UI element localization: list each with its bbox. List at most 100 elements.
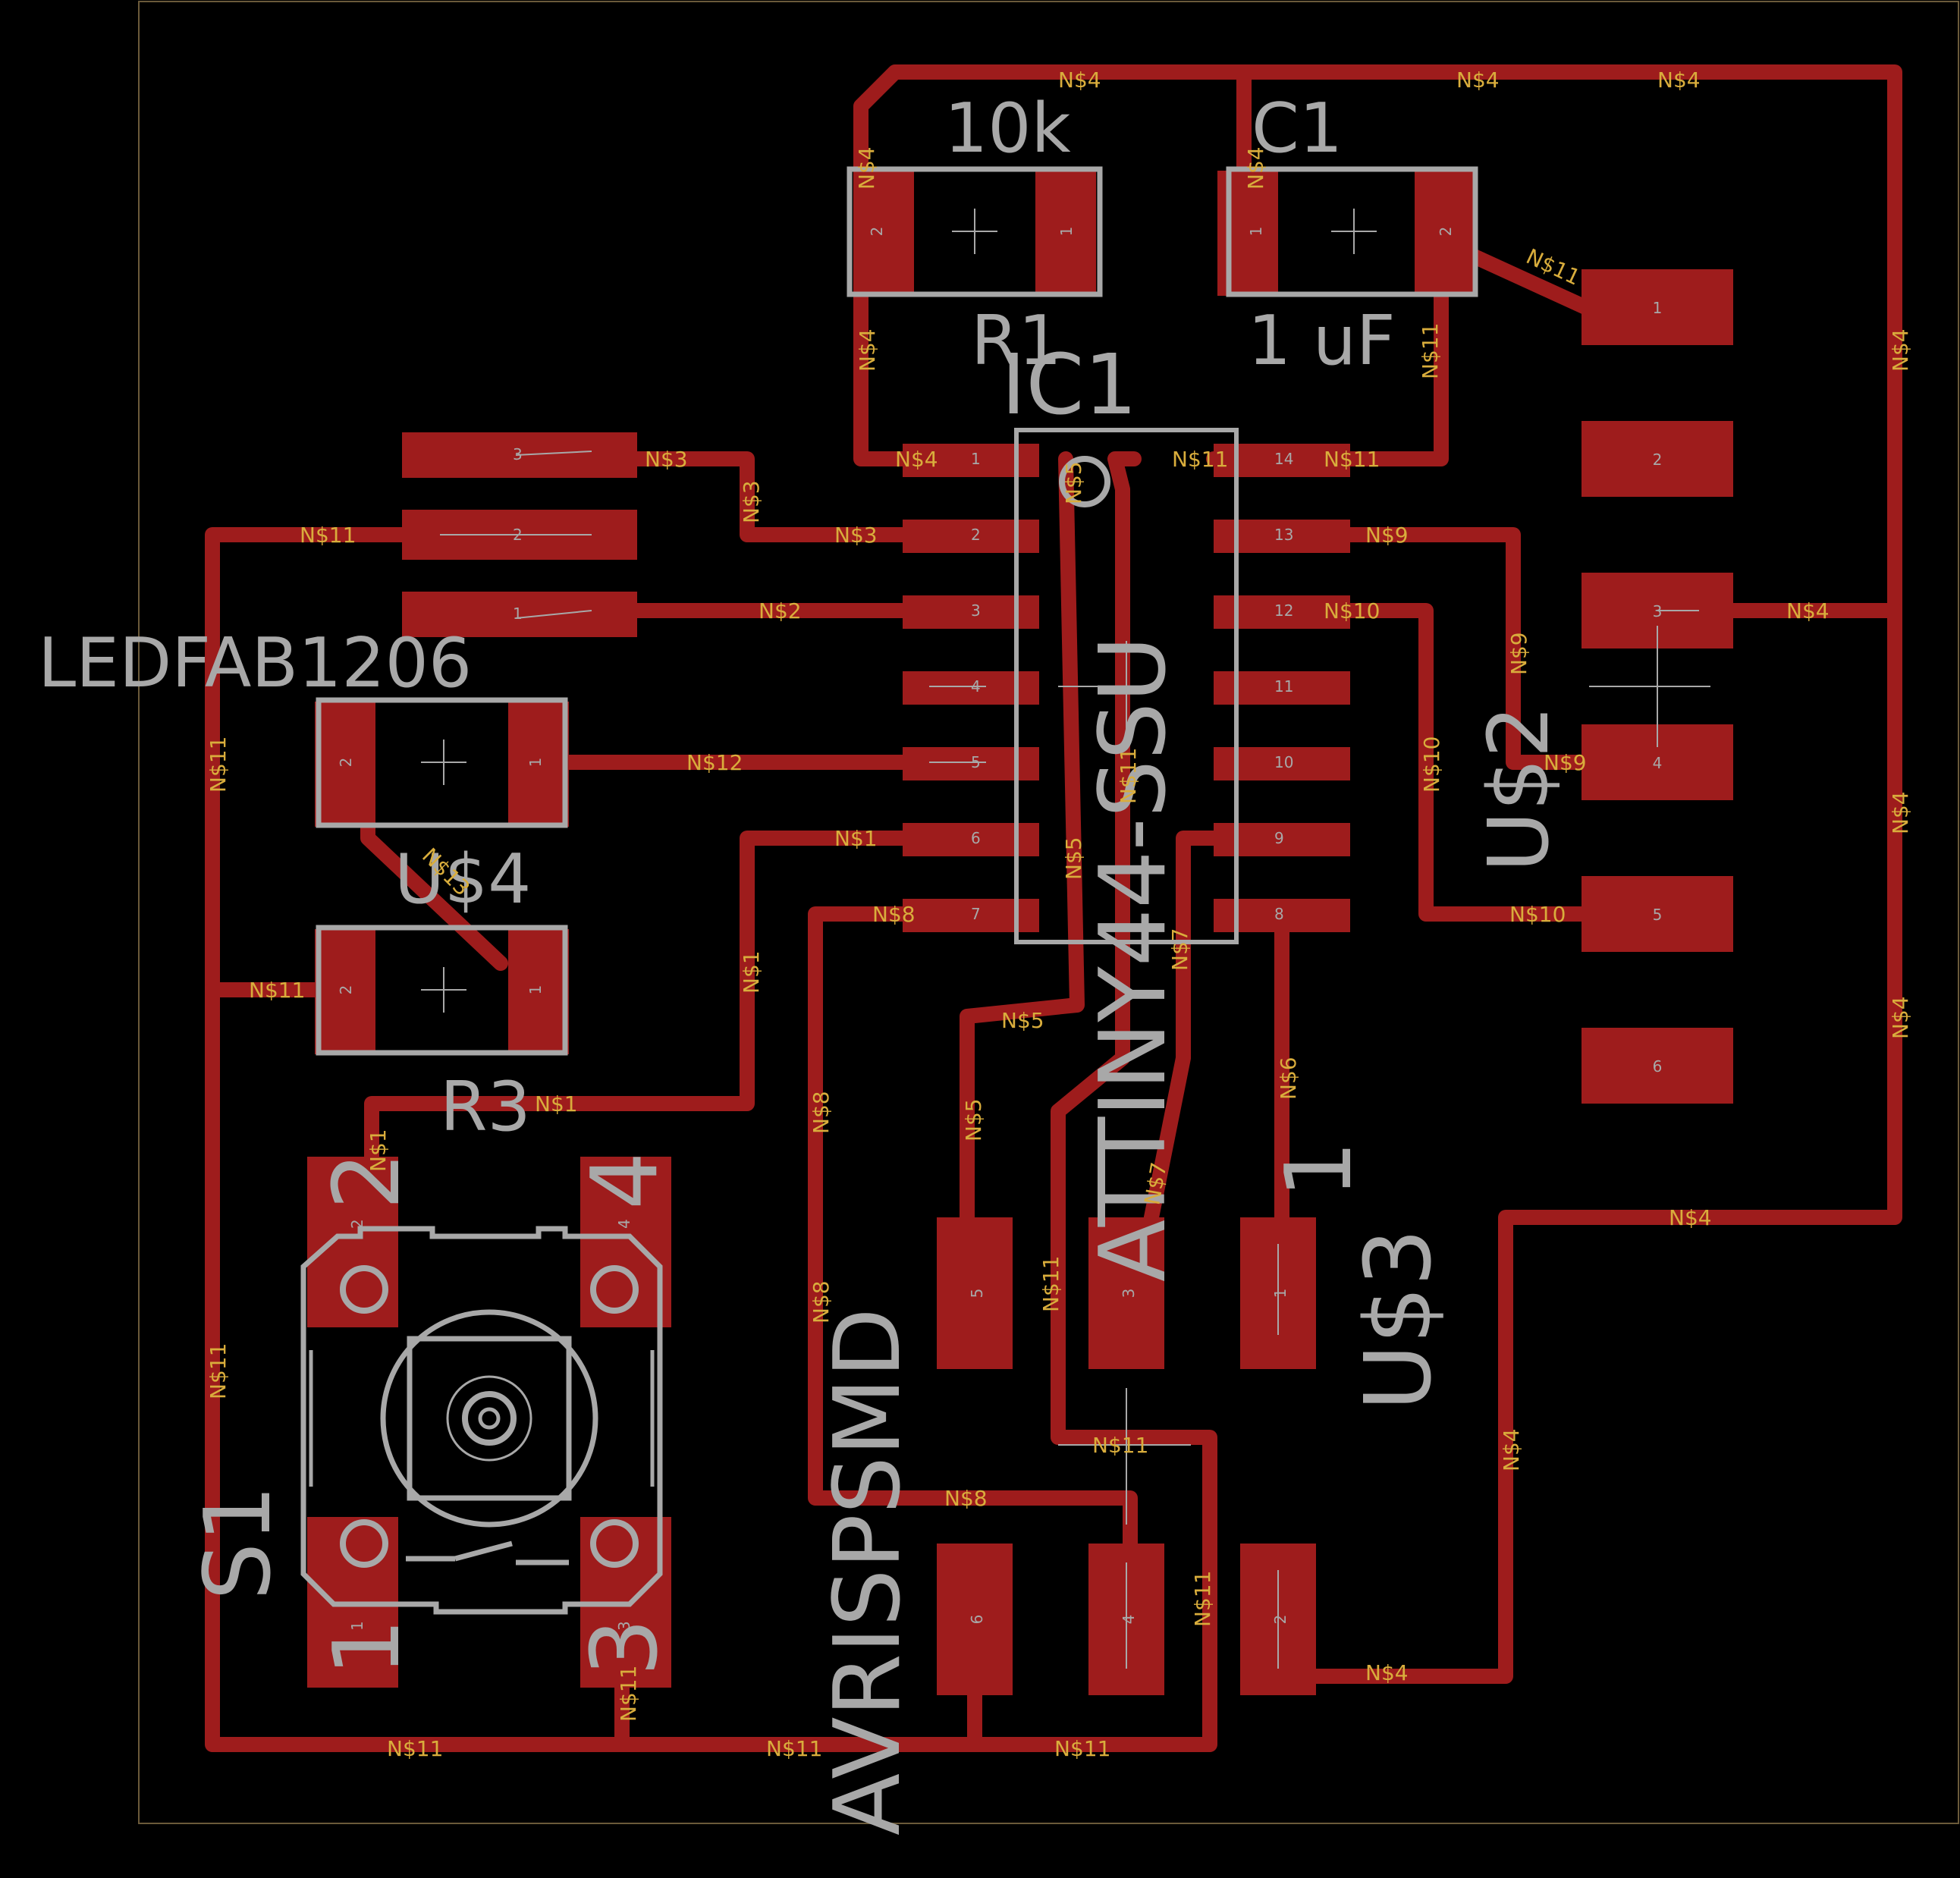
net-label: N$1: [366, 1129, 391, 1172]
net-label: N$3: [645, 447, 688, 472]
net-label: N$11: [1038, 1256, 1063, 1312]
ic1-pin-num: 2: [971, 526, 981, 544]
net-label: N$10: [1419, 736, 1444, 793]
u2-pin-num: 5: [1653, 906, 1663, 924]
u2-pin-num: 6: [1653, 1057, 1663, 1076]
net-label: N$1: [834, 826, 878, 851]
isp-pad-3: [1088, 1217, 1164, 1369]
pad3-num: 3: [513, 445, 523, 463]
ic1-pin-num: 10: [1274, 753, 1293, 771]
net-label: N$4: [1456, 68, 1500, 93]
r1-pad-1: [1035, 171, 1096, 296]
net-label: N$11: [766, 1736, 822, 1761]
ic1-pin-num: 12: [1274, 601, 1293, 620]
c1-pad-2: [1415, 171, 1475, 296]
ic1-pin-num: 9: [1274, 829, 1284, 847]
r3-pin2: 2: [337, 985, 355, 995]
r3-pad-1: [508, 929, 569, 1054]
net-label: N$4: [855, 328, 880, 372]
net-label: N$12: [686, 750, 743, 775]
net-label: N$9: [1506, 632, 1531, 675]
switch-hole-2: [340, 1265, 388, 1314]
net-label: N$4: [895, 447, 938, 472]
isp-pin-num: 2: [1271, 1615, 1289, 1625]
switch-actuator: [380, 1309, 598, 1528]
trace-n9: [1278, 527, 1604, 770]
net-label: N$11: [616, 1666, 641, 1722]
net-label: N$9: [1365, 523, 1409, 548]
ic1-pin-num: 6: [971, 829, 981, 847]
trace-n3: [614, 451, 982, 542]
net-label: N$4: [1365, 1660, 1409, 1685]
net-label: N$4: [1058, 68, 1101, 93]
s1-pin-num: 1: [348, 1621, 366, 1631]
c1-pin1: 1: [1247, 227, 1265, 237]
net-label: N$11: [1092, 1433, 1148, 1458]
net-label: N$11: [1116, 748, 1141, 804]
r1-outline: [847, 166, 1103, 297]
ic1-pin-num: 11: [1274, 677, 1293, 696]
board-outline: [138, 1, 1959, 1824]
switch-inner: [407, 1336, 572, 1501]
u2-pin-num: 2: [1653, 451, 1663, 469]
isp-pin-num: 6: [968, 1615, 986, 1625]
ic1-name-label: IC1: [1001, 336, 1137, 433]
trace-n8: [808, 906, 1138, 1589]
silkscreen: [300, 166, 1710, 1669]
r1-name-label: R1: [971, 301, 1062, 381]
isp-pad-5: [937, 1217, 1013, 1369]
trace-n5: [960, 451, 1085, 1255]
u2-pin-num: 1: [1653, 299, 1663, 317]
u4-pin2: 2: [337, 758, 355, 768]
avr-name-label: AVRISPSMD: [815, 1308, 921, 1836]
u4-outline: [316, 697, 568, 828]
switch-body: [300, 1226, 663, 1615]
net-label: N$11: [1324, 447, 1380, 472]
u4-name-label: U$4: [394, 840, 531, 919]
net-label: N$4: [1888, 996, 1913, 1039]
ic1-pin1-marker: [1059, 456, 1110, 507]
net-label: N$2: [759, 598, 802, 623]
trace-n4-top: [853, 64, 1902, 1684]
net-label: N$11: [1054, 1736, 1110, 1761]
net-label: N$8: [809, 1280, 834, 1324]
net-label: N$8: [944, 1486, 988, 1511]
net-label: N$4: [1786, 598, 1830, 623]
switch-hole-1: [340, 1519, 388, 1568]
net-label: N$8: [872, 902, 916, 927]
trace-n1: [364, 831, 982, 1187]
net-label: N$10: [1509, 902, 1566, 927]
net-label: N$4: [1499, 1428, 1524, 1471]
ic1-pin-num: 14: [1274, 450, 1293, 468]
u3-pin1-big: 1: [1267, 1141, 1372, 1198]
net-label: N$9: [1544, 750, 1587, 775]
s1-pin-num: 4: [615, 1219, 633, 1229]
s1-pin-num: 3: [615, 1621, 633, 1631]
s1-pin-num: 2: [348, 1219, 366, 1229]
r1-pin1: 1: [1057, 227, 1076, 237]
switch-pin-numbers: 2 4 1 3: [348, 1219, 633, 1631]
net-label: N$5: [1061, 461, 1086, 504]
ic1-pin-num: 7: [971, 905, 981, 923]
net-label: N$4: [1243, 146, 1268, 190]
r3-name-label: R3: [440, 1067, 531, 1147]
isp-pin-num: 5: [968, 1289, 986, 1299]
c1-outline: [1226, 166, 1478, 297]
r3-outline: [316, 925, 568, 1056]
u4-pad-2: [315, 702, 375, 827]
isp-pin-numbers: 5 3 1 6 4 2: [968, 1289, 1289, 1625]
pads: [307, 171, 1733, 1695]
u2-pad-2: [1582, 421, 1733, 497]
u2-pad-1: [1582, 269, 1733, 345]
net-label: N$1: [535, 1091, 578, 1116]
s1-pin2-big: 2: [315, 1152, 420, 1210]
s1-name-label: S1: [186, 1484, 291, 1600]
s1-pin4-big: 4: [573, 1152, 678, 1210]
net-label: N$3: [739, 480, 764, 523]
r1-pin2: 2: [868, 227, 886, 237]
u2-pin-numbers: 1 2 3 4 5 6: [1653, 299, 1663, 1076]
net-label: N$11: [249, 978, 305, 1003]
pin-numbers: 2 1 1 2 2 1 2 1 3 2 1 1 2 3 4 5 6 7 14 1…: [337, 227, 1662, 1631]
r1-value-label: 10k: [944, 89, 1071, 168]
ic1-value-label: ATTINY44-SSU: [1081, 636, 1186, 1282]
